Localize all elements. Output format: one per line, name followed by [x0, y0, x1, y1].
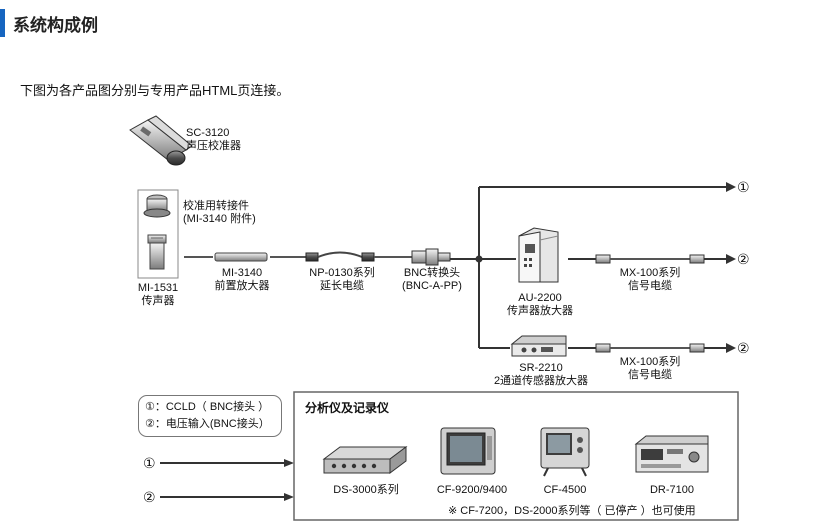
sc3120-calibrator-image[interactable] [129, 115, 193, 166]
mi3140-preamp-image[interactable] [214, 252, 268, 262]
input-marker-1: ① [143, 455, 156, 471]
mx100-cable-image-2[interactable] [595, 343, 705, 353]
dr7100-image[interactable] [634, 435, 709, 473]
connector-legend: ①：CCLD（ BNC接头 ） ②：电压输入(BNC接头） [138, 395, 282, 437]
output-marker-2b: ② [737, 340, 750, 356]
cf4500-label: CF-4500 [543, 484, 587, 496]
adapter-label: 校准用转接件 (MI-3140 附件) [183, 200, 256, 226]
adapter-sub: (MI-3140 附件) [183, 213, 256, 225]
mi3140-desc: 前置放大器 [214, 280, 270, 292]
sc3120-label: SC-3120 声压校准器 [186, 127, 241, 153]
sr2210-amplifier-image[interactable] [510, 335, 567, 357]
np0130-model: NP-0130系列 [309, 267, 375, 279]
np0130-cable-image[interactable] [270, 251, 412, 262]
mi1531-microphone-image[interactable] [137, 189, 179, 279]
junction-dot [475, 255, 483, 263]
bnc-desc: (BNC-A-PP) [402, 280, 462, 292]
mx100-label-1: MX-100系列 信号电缆 [610, 267, 690, 293]
cf9200-image[interactable] [440, 427, 496, 475]
mi3140-label: MI-3140 前置放大器 [208, 267, 276, 293]
adapter-desc: 校准用转接件 [183, 200, 249, 212]
mi3140-model: MI-3140 [221, 267, 263, 279]
input-marker-2: ② [143, 489, 156, 505]
au2200-label: AU-2200 传声器放大器 [500, 292, 580, 318]
dr7100-label: DR-7100 [649, 484, 695, 496]
output-marker-1: ① [737, 179, 750, 195]
arrowheads [284, 182, 736, 501]
legend-line-2: ②：电压输入(BNC接头） [145, 418, 270, 430]
np0130-label: NP-0130系列 延长电缆 [302, 267, 382, 293]
np0130-desc: 延长电缆 [320, 280, 364, 292]
au2200-amplifier-image[interactable] [518, 227, 559, 283]
mx100a-desc: 信号电缆 [628, 280, 672, 292]
page-title: 系统构成例 [13, 16, 98, 35]
sr2210-model: SR-2210 [519, 362, 563, 374]
mx100b-model: MX-100系列 [619, 356, 681, 368]
intro-text: 下图为各产品图分别与专用产品HTML页连接。 [20, 83, 290, 98]
sc3120-desc: 声压校准器 [186, 140, 241, 152]
ds3000-image[interactable] [322, 446, 408, 474]
bnc-adapter-image[interactable] [411, 248, 451, 266]
mi1531-label: MI-1531 传声器 [132, 282, 184, 308]
sr2210-desc: 2通道传感器放大器 [493, 375, 589, 387]
output-marker-2: ② [737, 251, 750, 267]
bnc-label: BNC转换头 (BNC-A-PP) [392, 267, 472, 293]
mi1531-model: MI-1531 [137, 282, 179, 294]
bnc-model: BNC转换头 [403, 267, 461, 279]
sc3120-model: SC-3120 [186, 127, 230, 139]
mx100-label-2: MX-100系列 信号电缆 [610, 356, 690, 382]
section-header: 系统构成例 [0, 0, 819, 44]
mx100-cable-image-1[interactable] [595, 254, 705, 264]
au2200-desc: 传声器放大器 [507, 305, 573, 317]
mx100b-desc: 信号电缆 [628, 369, 672, 381]
legend-line-1: ①：CCLD（ BNC接头 ） [145, 401, 270, 413]
au2200-model: AU-2200 [518, 292, 562, 304]
header-accent-bar [0, 9, 5, 37]
sr2210-label: SR-2210 2通道传感器放大器 [486, 362, 596, 388]
connection-lines [450, 186, 726, 349]
ds3000-label: DS-3000系列 [333, 484, 399, 496]
discontinued-note: ※ CF-7200，DS-2000系列等（ 已停产 ）也可使用 [448, 505, 696, 517]
mx100a-model: MX-100系列 [619, 267, 681, 279]
cf9200-label: CF-9200/9400 [436, 484, 508, 496]
cf4500-image[interactable] [540, 427, 590, 477]
mi1531-desc: 传声器 [141, 295, 175, 307]
analyzer-box-title: 分析仪及记录仪 [305, 401, 390, 415]
